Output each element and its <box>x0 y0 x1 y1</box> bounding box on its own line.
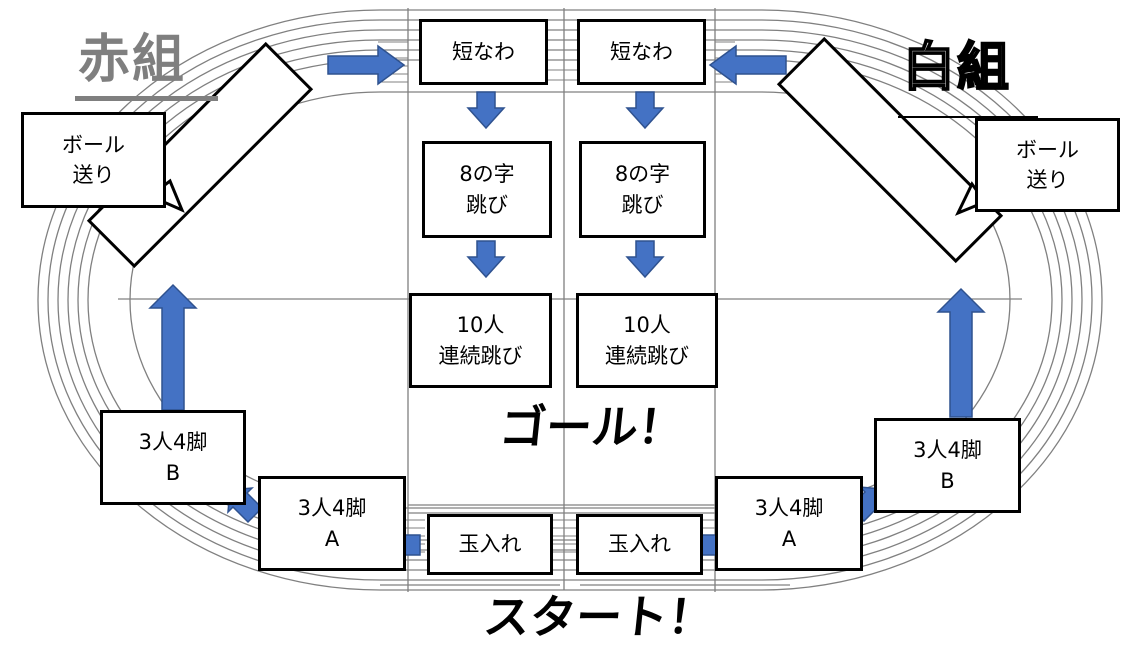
red-3l4-b-line1: 3人4脚 <box>138 430 208 455</box>
white-team-underline <box>898 116 1038 118</box>
arrow-red-to-jump-rope <box>327 44 406 86</box>
white-3l4-b-line1: 3人4脚 <box>913 438 982 463</box>
white-ball-pass-callout: ボール 送り <box>975 118 1120 212</box>
white-jump-rope-box: 短なわ <box>577 19 706 85</box>
white-ball-line2: 送り <box>1026 168 1069 192</box>
red-jump-rope-box: 短なわ <box>419 19 548 85</box>
white-ten-person-box: 10人 連続跳び <box>576 293 718 388</box>
white-fig8-line1: 8の字 <box>614 162 671 187</box>
red-team-title: 赤組 <box>78 30 187 90</box>
white-three-legged-a-box: 3人4脚 A <box>715 476 863 571</box>
red-jump-rope-label: 短なわ <box>452 39 515 64</box>
white-fig8-line2: 跳び <box>621 192 664 217</box>
red-three-legged-a-box: 3人4脚 A <box>258 476 406 571</box>
red-fig8-line2: 跳び <box>466 192 508 217</box>
arrow-white-fig8-to-ten <box>625 240 665 279</box>
red-ball-pass-callout: ボール 送り <box>21 112 166 208</box>
goal-label: ゴール！ <box>497 400 687 454</box>
white-3l4-a-line2: A <box>781 526 797 551</box>
white-3l4-a-line1: 3人4脚 <box>754 496 824 521</box>
red-ten-person-box: 10人 連続跳び <box>409 293 552 388</box>
red-ball-line1: ボール <box>62 132 125 157</box>
red-3l4-a-line1: 3人4脚 <box>297 496 367 521</box>
white-ball-toss-box: 玉入れ <box>576 514 703 575</box>
red-ball-pass-bar <box>86 41 314 269</box>
white-jump-rope-label: 短なわ <box>610 39 673 64</box>
white-fig8-box: 8の字 跳び <box>579 141 706 238</box>
start-label: スタート！ <box>481 590 717 644</box>
red-ten-line2: 連続跳び <box>438 343 523 368</box>
arrow-white-to-jump-rope <box>708 44 787 86</box>
red-fig8-box: 8の字 跳び <box>422 141 552 238</box>
red-ball-line2: 送り <box>72 163 115 187</box>
red-ball-toss-box: 玉入れ <box>427 514 553 575</box>
arrow-white-jump-to-fig8 <box>625 91 665 130</box>
white-ball-line1: ボール <box>1016 137 1079 162</box>
red-fig8-line1: 8の字 <box>459 162 515 187</box>
red-ten-line1: 10人 <box>456 313 505 338</box>
white-ball-toss-label: 玉入れ <box>608 532 671 557</box>
red-three-legged-b-box: 3人4脚 B <box>100 410 246 505</box>
white-three-legged-b-box: 3人4脚 B <box>874 418 1021 513</box>
white-ten-line2: 連続跳び <box>605 343 689 368</box>
red-team-underline <box>75 96 218 101</box>
arrow-red-jump-to-fig8 <box>466 91 506 130</box>
white-3l4-b-line2: B <box>940 468 955 493</box>
white-ten-line1: 10人 <box>623 313 671 338</box>
white-ball-pass-bar <box>776 36 1004 264</box>
arrow-red-fig8-to-ten <box>466 240 506 279</box>
white-team-title: 白組 <box>902 38 1012 98</box>
arrow-white-up <box>936 287 986 418</box>
arrow-red-up <box>148 283 198 411</box>
red-3l4-b-line2: B <box>165 460 181 485</box>
red-ball-toss-label: 玉入れ <box>458 532 522 557</box>
red-3l4-a-line2: A <box>324 526 340 551</box>
